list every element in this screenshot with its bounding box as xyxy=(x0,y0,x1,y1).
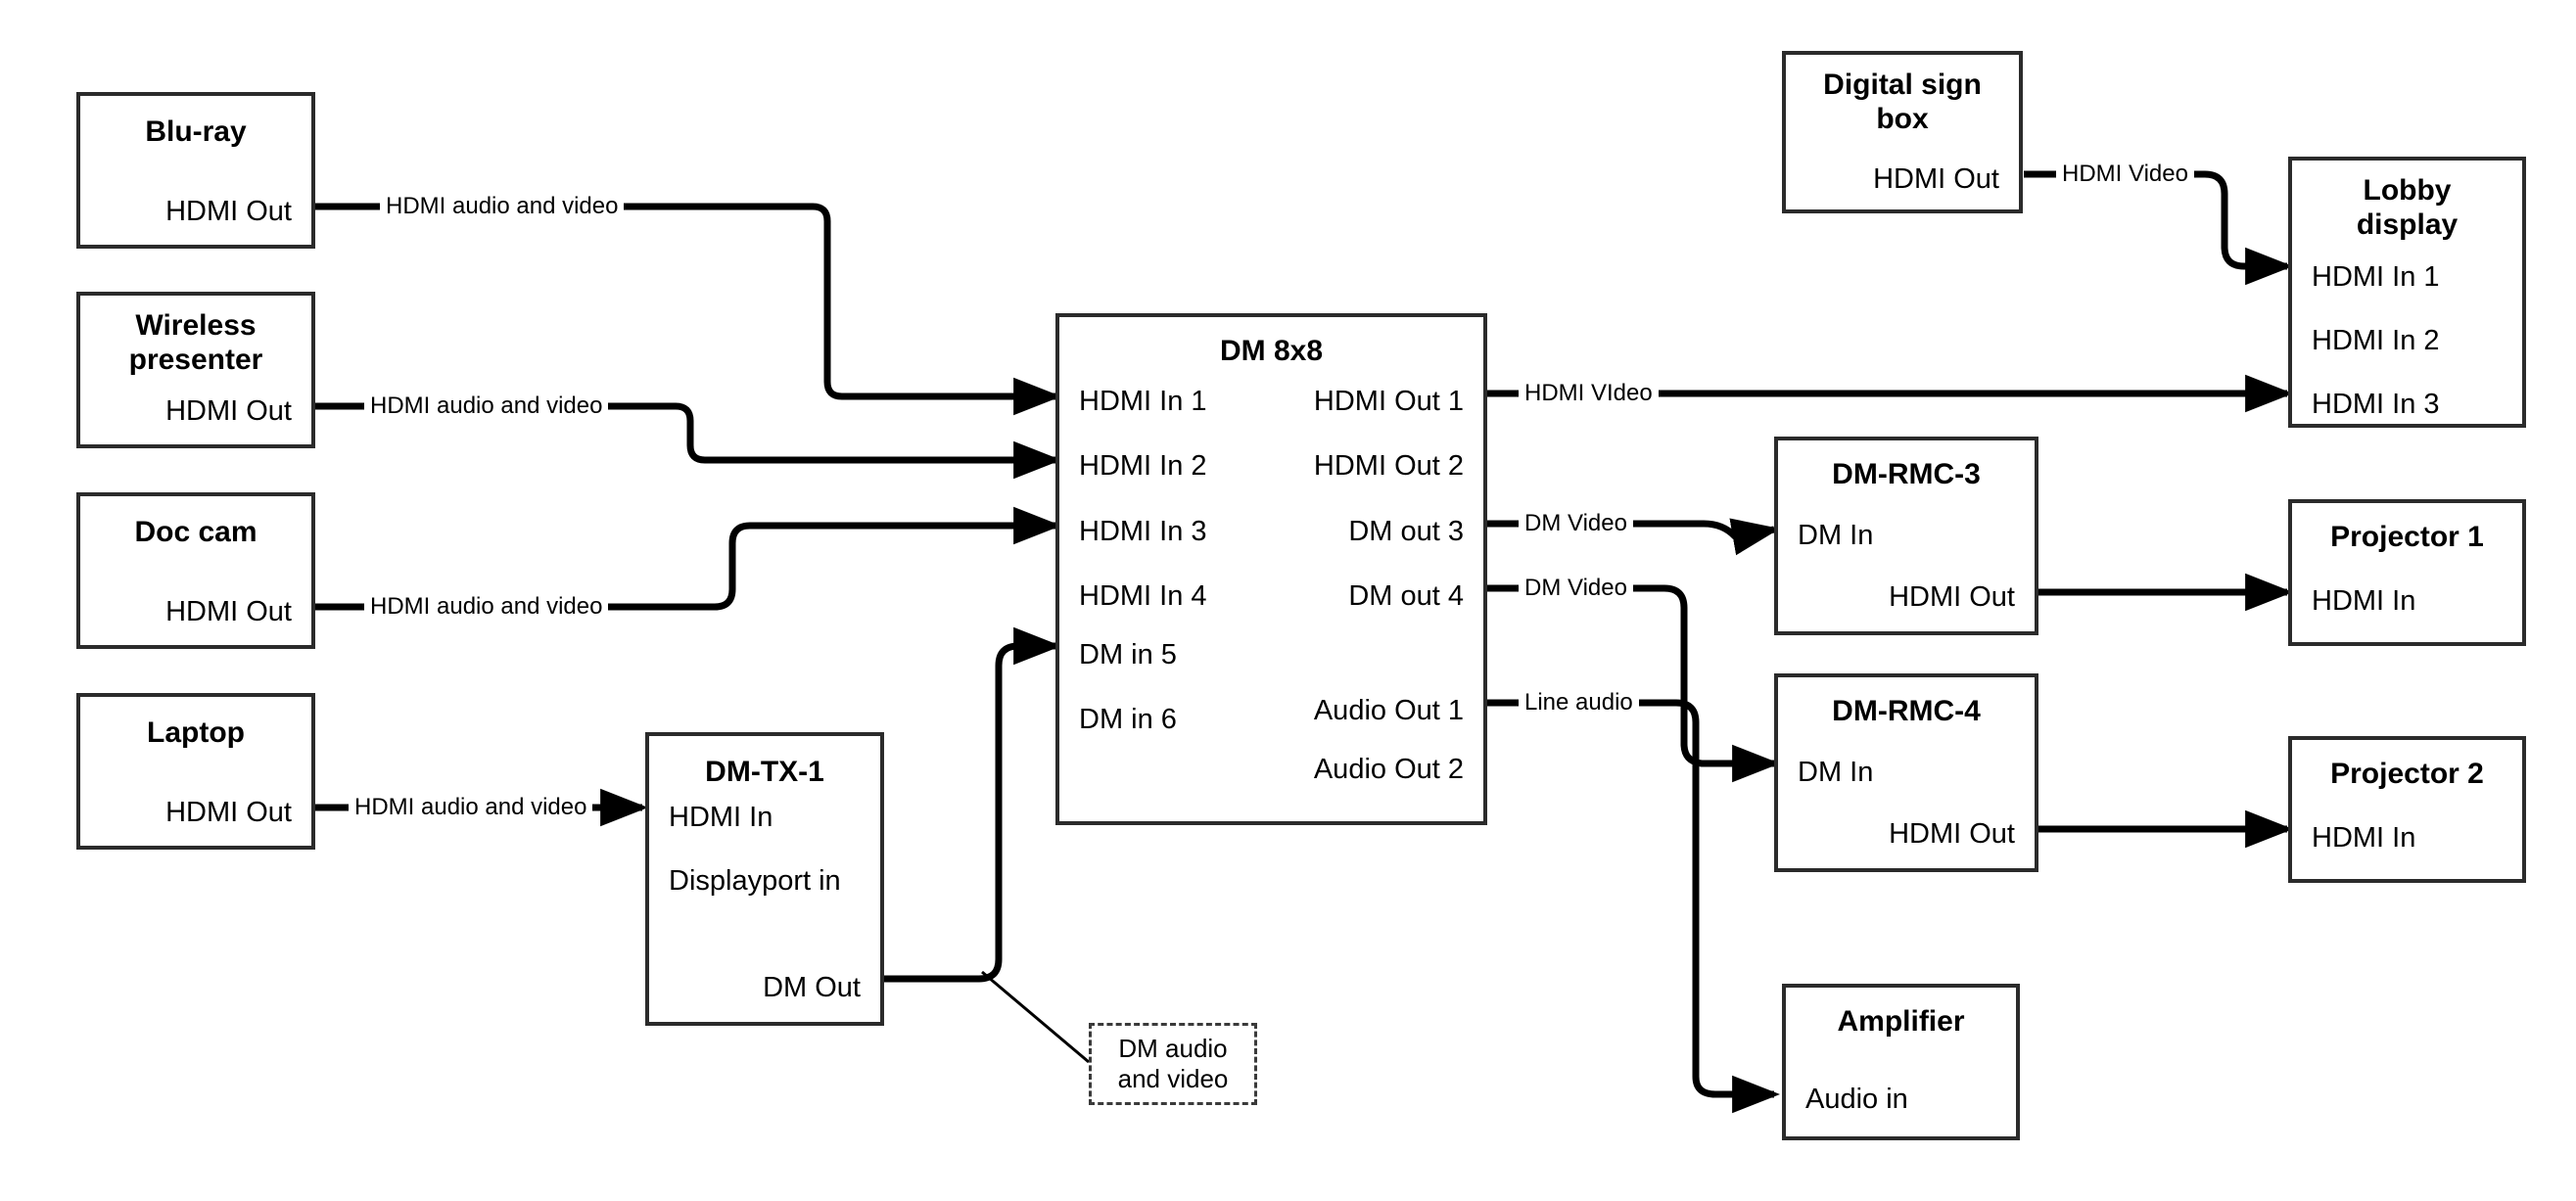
node-dm-rmc-3-port-dm-in[interactable]: DM In xyxy=(1798,520,1874,551)
edge-label-digitalsign-to-lobby: HDMI Video xyxy=(2056,162,2194,186)
node-amplifier-title: Amplifier xyxy=(1837,1005,1965,1038)
node-lobby-display-title: Lobby display xyxy=(2356,174,2459,241)
node-dm-rmc-4-port-hdmi-out[interactable]: HDMI Out xyxy=(1889,818,2015,850)
node-projector-2[interactable]: Projector 2 HDMI In xyxy=(2288,736,2526,883)
node-amplifier-port-audio-in[interactable]: Audio in xyxy=(1805,1084,1908,1115)
node-doc-cam-port-hdmi-out[interactable]: HDMI Out xyxy=(165,596,292,627)
edge-label-dm8x8-out4-to-rmc4: DM Video xyxy=(1519,577,1633,600)
node-dm-rmc-3-port-hdmi-out[interactable]: HDMI Out xyxy=(1889,581,2015,613)
node-dm-8x8-output-audio-out-1[interactable]: Audio Out 1 xyxy=(1313,695,1464,726)
edge-label-doccam-to-dm8x8: HDMI audio and video xyxy=(364,595,609,619)
edge-label-laptop-to-dmtx1: HDMI audio and video xyxy=(349,796,593,819)
node-dm-8x8-input-dm-in-5[interactable]: DM in 5 xyxy=(1079,639,1177,670)
leader-line-dm-audio-video xyxy=(981,970,1090,1064)
node-projector-2-port-hdmi-in[interactable]: HDMI In xyxy=(2312,822,2416,854)
node-digital-sign-box[interactable]: Digital sign box HDMI Out xyxy=(1782,51,2023,213)
wire-bluray-to-dm8x8 xyxy=(315,203,1062,416)
node-lobby-display-input-hdmi-in-3[interactable]: HDMI In 3 xyxy=(2312,389,2440,420)
node-dm-8x8-input-hdmi-in-2[interactable]: HDMI In 2 xyxy=(1079,450,1207,482)
node-dm-8x8-output-dm-out-4[interactable]: DM out 4 xyxy=(1348,580,1464,612)
node-projector-1[interactable]: Projector 1 HDMI In xyxy=(2288,499,2526,646)
node-dm-8x8-output-dm-out-3[interactable]: DM out 3 xyxy=(1348,516,1464,547)
node-projector-2-title: Projector 2 xyxy=(2330,758,2484,790)
node-dm-8x8-output-hdmi-out-1[interactable]: HDMI Out 1 xyxy=(1313,386,1464,417)
node-dm-8x8-output-audio-out-2[interactable]: Audio Out 2 xyxy=(1313,754,1464,785)
node-laptop-title: Laptop xyxy=(147,716,245,749)
node-digital-sign-box-port-hdmi-out[interactable]: HDMI Out xyxy=(1873,163,1999,195)
node-projector-1-port-hdmi-in[interactable]: HDMI In xyxy=(2312,585,2416,617)
node-dm-8x8-input-hdmi-in-4[interactable]: HDMI In 4 xyxy=(1079,580,1207,612)
node-dm-rmc-4-port-dm-in[interactable]: DM In xyxy=(1798,757,1874,788)
node-wireless-presenter[interactable]: Wireless presenter HDMI Out xyxy=(76,292,315,448)
node-bluray-port-hdmi-out[interactable]: HDMI Out xyxy=(165,196,292,227)
node-dm-tx-1[interactable]: DM-TX-1 HDMI In Displayport in DM Out xyxy=(645,732,884,1026)
node-dm-tx-1-port-hdmi-in[interactable]: HDMI In xyxy=(669,802,773,833)
node-dm-8x8-input-dm-in-6[interactable]: DM in 6 xyxy=(1079,704,1177,735)
node-doc-cam-title: Doc cam xyxy=(134,516,258,548)
node-dm-rmc-3[interactable]: DM-RMC-3 DM In HDMI Out xyxy=(1774,437,2038,635)
node-lobby-display-input-hdmi-in-1[interactable]: HDMI In 1 xyxy=(2312,261,2440,293)
node-dm-8x8-input-hdmi-in-3[interactable]: HDMI In 3 xyxy=(1079,516,1207,547)
node-digital-sign-box-title: Digital sign box xyxy=(1823,69,1982,135)
edge-label-bluray-to-dm8x8: HDMI audio and video xyxy=(380,195,625,218)
node-lobby-display-input-hdmi-in-2[interactable]: HDMI In 2 xyxy=(2312,325,2440,356)
node-wireless-presenter-port-hdmi-out[interactable]: HDMI Out xyxy=(165,395,292,427)
annotation-dm-audio-and-video: DM audio and video xyxy=(1089,1023,1257,1105)
node-laptop[interactable]: Laptop HDMI Out xyxy=(76,693,315,850)
node-wireless-presenter-title: Wireless presenter xyxy=(128,309,263,376)
node-dm-tx-1-port-displayport-in[interactable]: Displayport in xyxy=(669,865,841,897)
node-dm-8x8-output-hdmi-out-2[interactable]: HDMI Out 2 xyxy=(1313,450,1464,482)
node-dm-rmc-3-title: DM-RMC-3 xyxy=(1832,458,1981,490)
node-doc-cam[interactable]: Doc cam HDMI Out xyxy=(76,492,315,649)
node-bluray[interactable]: Blu-ray HDMI Out xyxy=(76,92,315,249)
node-dm-tx-1-title: DM-TX-1 xyxy=(705,756,824,788)
wire-dm8x8-audio1-to-amp xyxy=(1487,699,1781,1114)
wire-dm8x8-out4-to-rmc4 xyxy=(1487,584,1781,783)
edge-label-dm8x8-out1-to-lobby: HDMI VIdeo xyxy=(1519,382,1659,405)
edge-label-dm8x8-out3-to-rmc3: DM Video xyxy=(1519,512,1633,535)
node-laptop-port-hdmi-out[interactable]: HDMI Out xyxy=(165,797,292,828)
edge-label-wireless-to-dm8x8: HDMI audio and video xyxy=(364,394,609,418)
node-dm-8x8[interactable]: DM 8x8 HDMI In 1 HDMI In 2 HDMI In 3 HDM… xyxy=(1055,313,1487,825)
node-projector-1-title: Projector 1 xyxy=(2330,521,2484,553)
node-dm-rmc-4-title: DM-RMC-4 xyxy=(1832,695,1981,727)
node-dm-8x8-title: DM 8x8 xyxy=(1219,335,1324,367)
edge-label-dm8x8-audio1-to-amp: Line audio xyxy=(1519,691,1639,715)
node-dm-8x8-input-hdmi-in-1[interactable]: HDMI In 1 xyxy=(1079,386,1207,417)
wire-dmtx1-to-dm8x8 xyxy=(883,626,1062,983)
wire-digitalsign-to-lobby xyxy=(2024,170,2294,286)
node-amplifier[interactable]: Amplifier Audio in xyxy=(1782,984,2020,1140)
node-dm-rmc-4[interactable]: DM-RMC-4 DM In HDMI Out xyxy=(1774,673,2038,872)
node-dm-tx-1-port-dm-out[interactable]: DM Out xyxy=(763,972,861,1003)
node-bluray-title: Blu-ray xyxy=(145,115,247,148)
node-lobby-display[interactable]: Lobby display HDMI In 1 HDMI In 2 HDMI I… xyxy=(2288,157,2526,428)
